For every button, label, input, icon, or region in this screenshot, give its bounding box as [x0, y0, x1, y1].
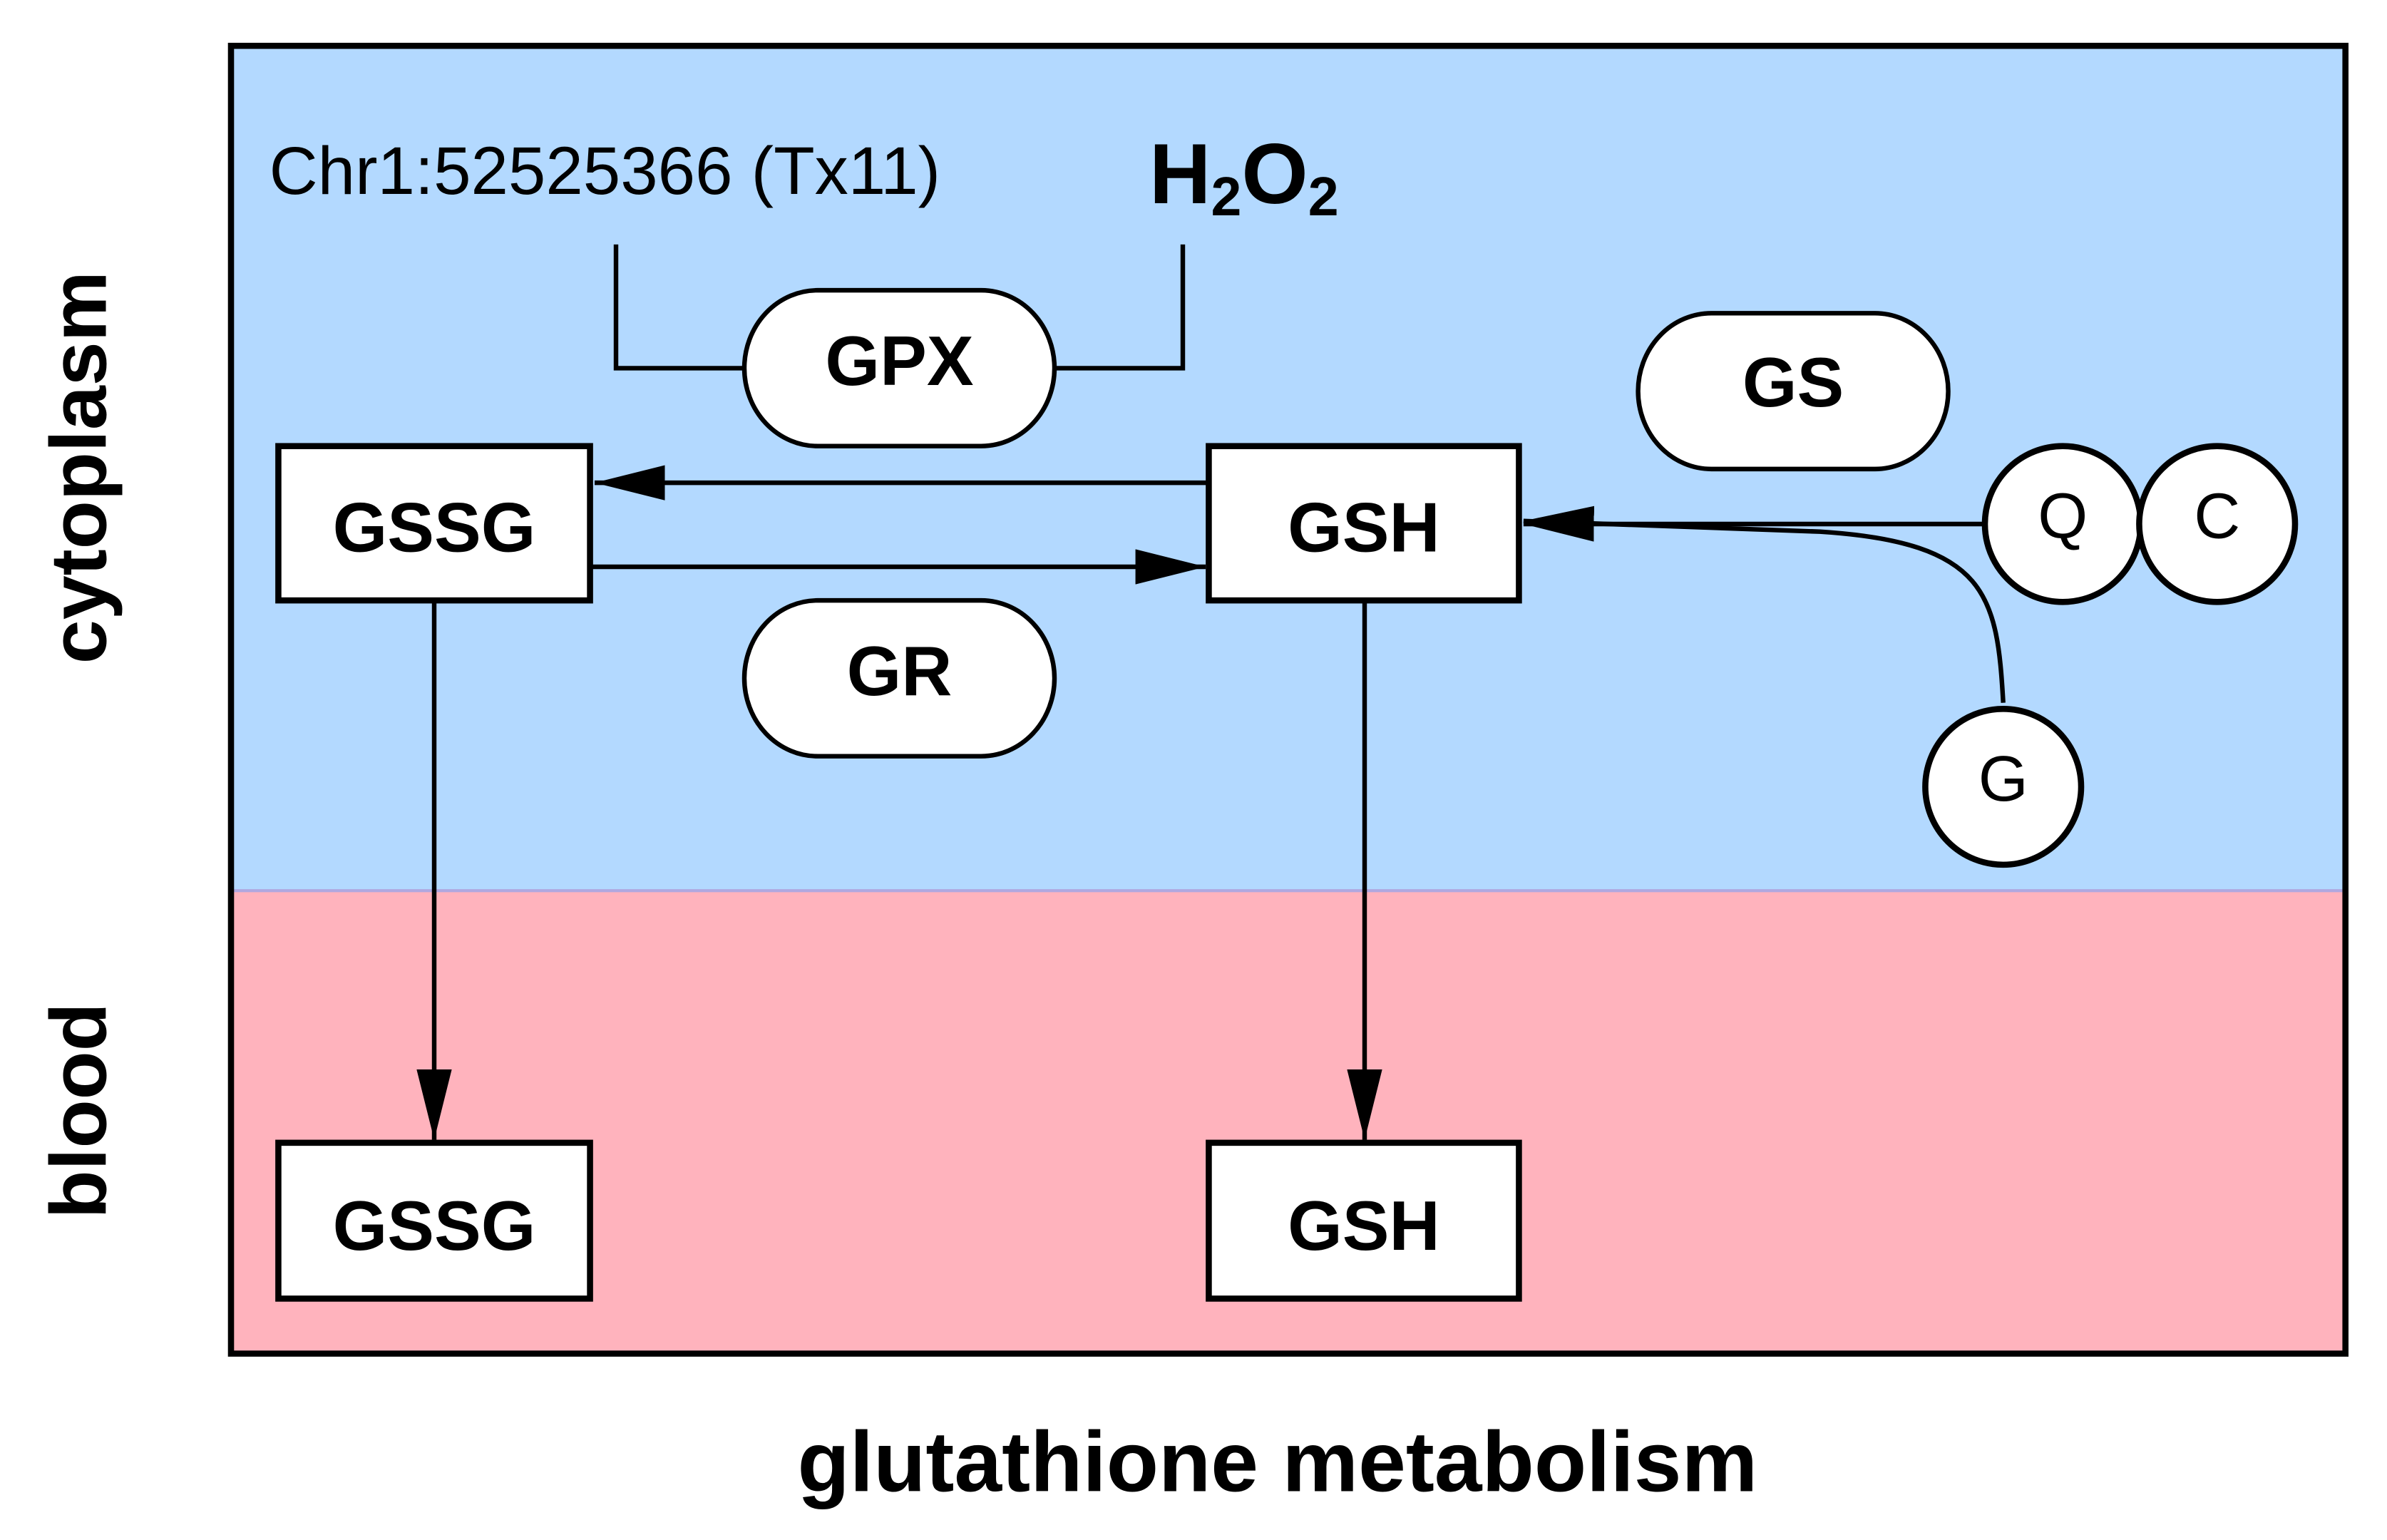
arrow-g-to-gsh: [1523, 505, 2006, 703]
gpx-reaction-bracket: [613, 244, 744, 371]
diagram-frame: [227, 43, 2348, 1357]
enzyme-gr-label: GR: [847, 632, 953, 710]
amino-acid-c: C: [2136, 443, 2299, 605]
chr-variant-label: Chr1:52525366 (Tx11): [270, 133, 940, 208]
amino-acid-g: G: [1922, 705, 2085, 868]
enzyme-gs-label: GS: [1742, 343, 1844, 421]
h2o2-label: H2O2: [1149, 126, 1339, 227]
metabolite-gsh-cytoplasm-label: GSH: [1288, 488, 1440, 567]
metabolite-gssg-cytoplasm-label: GSSG: [333, 488, 536, 567]
metabolite-gssg-blood-label: GSSG: [333, 1186, 536, 1265]
enzyme-gpx-label: GPX: [825, 322, 973, 400]
h2o2-h: H: [1149, 126, 1211, 222]
blood-label: blood: [34, 1002, 123, 1218]
metabolite-gssg-cytoplasm: GSSG: [275, 443, 593, 604]
enzyme-gs: GS: [1636, 311, 1951, 472]
enzyme-gr: GR: [741, 597, 1057, 759]
amino-acid-q: Q: [1981, 443, 2144, 605]
enzyme-gpx: GPX: [741, 287, 1057, 448]
metabolite-gsh-blood-label: GSH: [1288, 1186, 1440, 1265]
gpx-reaction-bracket-right: [1054, 244, 1186, 371]
metabolite-gssg-blood: GSSG: [275, 1139, 593, 1302]
diagram-title: glutathione metabolism: [797, 1414, 1757, 1509]
amino-acid-c-label: C: [2194, 481, 2240, 552]
amino-acid-g-label: G: [1978, 744, 2028, 815]
amino-acid-q-label: Q: [2038, 481, 2088, 552]
metabolite-gsh-blood: GSH: [1206, 1139, 1522, 1302]
h2o2-o: O: [1241, 126, 1308, 222]
cytoplasm-label: cytoplasm: [34, 271, 123, 664]
h2o2-sub1: 2: [1211, 166, 1242, 227]
h2o2-sub2: 2: [1308, 166, 1339, 227]
metabolite-gsh-cytoplasm: GSH: [1206, 443, 1522, 604]
